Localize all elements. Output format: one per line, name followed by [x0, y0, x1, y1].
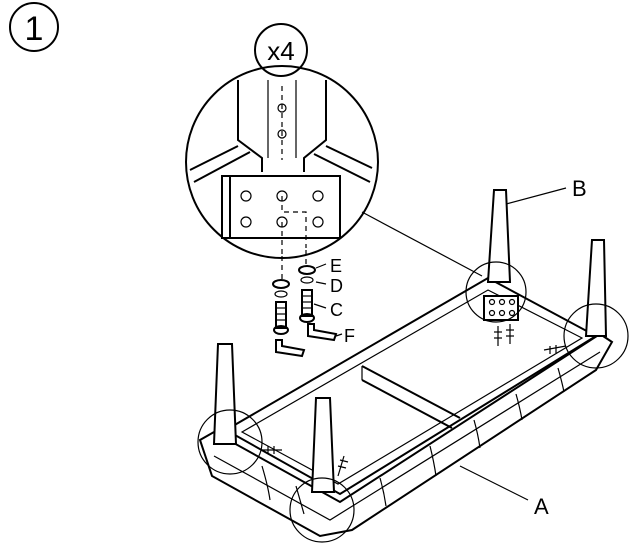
quantity-multiplier: x4: [267, 36, 294, 66]
label-a: A: [534, 494, 549, 519]
label-c: C: [330, 300, 343, 320]
detail-magnifier: x4: [185, 23, 379, 259]
detail-leader-line: [361, 211, 483, 277]
label-e: E: [330, 256, 342, 276]
label-b: B: [572, 176, 587, 201]
bench-assembly: [197, 189, 629, 543]
leader-a: [459, 465, 529, 501]
label-f: F: [344, 326, 355, 346]
step-badge: 1: [9, 2, 59, 52]
hardware-explode: [272, 250, 343, 358]
label-d: D: [330, 276, 343, 296]
step-number: 1: [25, 10, 44, 48]
leader-b: [505, 187, 567, 205]
